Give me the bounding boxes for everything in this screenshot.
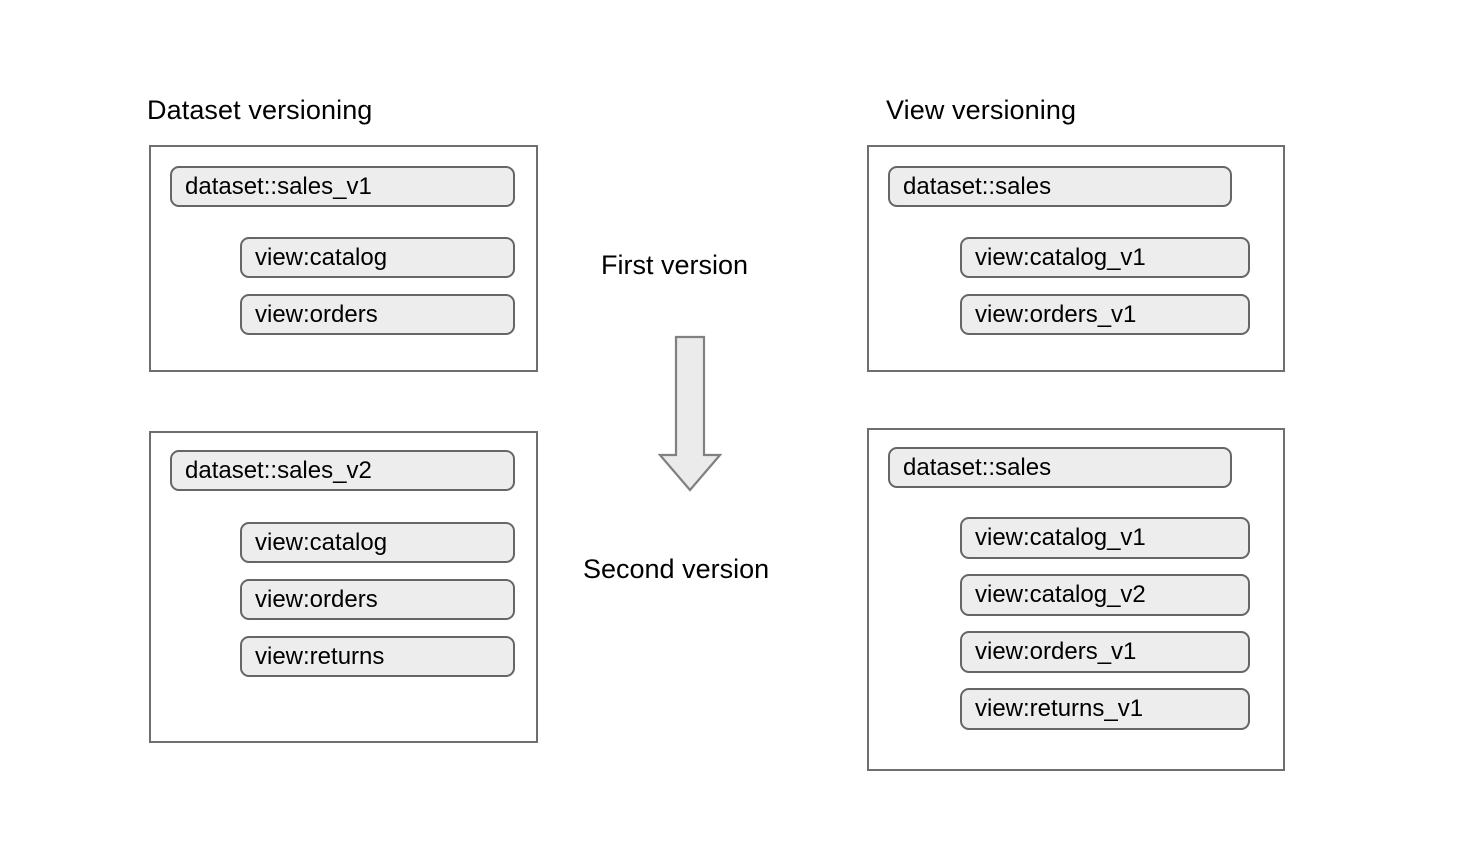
pill-label: dataset::sales_v1 bbox=[185, 172, 372, 200]
view-pill-catalog-v2[interactable]: view:catalog_v2 bbox=[960, 574, 1250, 616]
pill-label: view:catalog bbox=[255, 243, 388, 271]
down-arrow-icon bbox=[658, 335, 722, 492]
view-pill-catalog-second[interactable]: view:catalog bbox=[240, 522, 515, 563]
view-pill-catalog-v1-second[interactable]: view:catalog_v1 bbox=[960, 517, 1250, 559]
view-pill-orders[interactable]: view:orders bbox=[240, 294, 515, 335]
pill-label: view:orders bbox=[255, 585, 378, 613]
view-pill-orders-v1-second[interactable]: view:orders_v1 bbox=[960, 631, 1250, 673]
pill-label: view:returns_v1 bbox=[975, 695, 1144, 722]
stage-label-first-version: First version bbox=[601, 250, 749, 280]
pill-label: view:catalog_v2 bbox=[975, 581, 1146, 608]
pill-label: view:returns bbox=[255, 642, 385, 670]
stage-label-second-version: Second version bbox=[583, 554, 770, 584]
dataset-pill-sales-first[interactable]: dataset::sales bbox=[888, 166, 1232, 207]
pill-label: view:orders_v1 bbox=[975, 638, 1137, 665]
view-pill-orders-second[interactable]: view:orders bbox=[240, 579, 515, 620]
view-pill-catalog[interactable]: view:catalog bbox=[240, 237, 515, 278]
pill-label: dataset::sales_v2 bbox=[185, 456, 372, 484]
pill-label: view:catalog bbox=[255, 528, 388, 556]
dataset-pill-sales-v1[interactable]: dataset::sales_v1 bbox=[170, 166, 515, 207]
pill-label: view:orders_v1 bbox=[975, 300, 1137, 328]
pill-label: dataset::sales bbox=[903, 172, 1052, 200]
pill-label: dataset::sales bbox=[903, 453, 1052, 481]
view-pill-catalog-v1[interactable]: view:catalog_v1 bbox=[960, 237, 1250, 278]
column-title-view-versioning: View versioning bbox=[886, 95, 1077, 125]
column-title-dataset-versioning: Dataset versioning bbox=[147, 95, 373, 125]
view-pill-returns-second[interactable]: view:returns bbox=[240, 636, 515, 677]
pill-label: view:catalog_v1 bbox=[975, 524, 1146, 551]
dataset-pill-sales-v2[interactable]: dataset::sales_v2 bbox=[170, 450, 515, 491]
dataset-pill-sales-second[interactable]: dataset::sales bbox=[888, 447, 1232, 488]
pill-label: view:orders bbox=[255, 300, 378, 328]
view-pill-orders-v1[interactable]: view:orders_v1 bbox=[960, 294, 1250, 335]
pill-label: view:catalog_v1 bbox=[975, 243, 1146, 271]
view-pill-returns-v1[interactable]: view:returns_v1 bbox=[960, 688, 1250, 730]
